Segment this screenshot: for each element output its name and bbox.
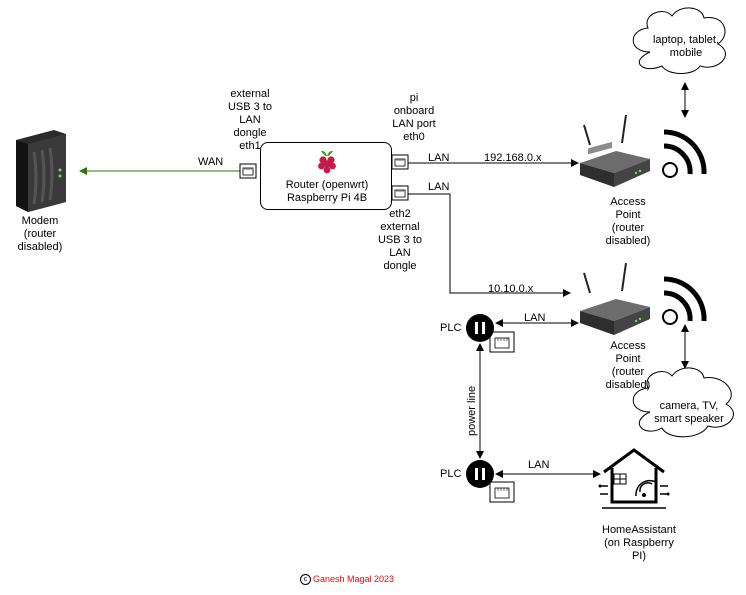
ap2-label: Access Point (router disabled): [600, 340, 656, 392]
wan-label: WAN: [198, 156, 224, 168]
eth0-label-line-2: onboard: [393, 105, 435, 117]
ap1-label-line-4: disabled): [605, 235, 651, 247]
subnet2-label: 10.10.0.x: [488, 283, 534, 295]
ap2-label-line-1: Access: [610, 340, 646, 352]
ap1-label: Access Point (router disabled): [600, 196, 656, 248]
lan-plc2-label: LAN: [528, 459, 550, 471]
eth1-label-line-5: eth1: [239, 140, 261, 152]
router-label-line-1: Router (openwrt): [285, 179, 369, 191]
cloud-devices-2: [632, 367, 734, 438]
eth2-label-line-2: external: [380, 221, 420, 233]
smart-home-icon: [598, 448, 670, 509]
plc2-label: PLC: [440, 468, 462, 480]
eth1-label-line-2: USB 3 to: [227, 101, 273, 113]
copyright-icon: c: [300, 574, 311, 586]
modem-label: Modem (router disabled): [14, 215, 66, 254]
homeassistant-label-line-3: PI): [631, 550, 647, 562]
wireless-router-icon: [580, 114, 650, 187]
eth1-label-line-3: LAN: [239, 114, 261, 126]
ap2-label-line-3: (router: [611, 366, 645, 378]
eth0-label: pi onboard LAN port eth0: [386, 92, 442, 144]
cloud1-label: laptop, tablet, mobile: [641, 34, 731, 60]
homeassistant-label-line-1: HomeAssistant: [602, 524, 676, 536]
lan-plc1-label: LAN: [524, 312, 546, 324]
subnet1-label: 192.168.0.x: [484, 152, 542, 164]
ethernet-port-icon: [489, 331, 515, 353]
plc-adapter-icon: [466, 314, 494, 342]
ethernet-port-icon: [391, 154, 409, 170]
cloud2-label: camera, TV, smart speaker: [641, 400, 737, 426]
modem-label-line-2: (router: [23, 228, 57, 240]
cloud2-label-line-1: camera, TV,: [659, 400, 719, 412]
eth2-label-line-3: USB 3 to: [377, 234, 423, 246]
eth2-label-line-1: eth2: [389, 208, 411, 220]
cloud1-label-line-2: mobile: [669, 47, 703, 59]
homeassistant-label-line-2: (on Raspberry: [604, 537, 674, 549]
eth1-label: external USB 3 to LAN dongle eth1: [222, 88, 278, 153]
ethernet-port-icon: [391, 185, 409, 201]
eth0-label-line-3: LAN port: [392, 118, 436, 130]
ap2-label-line-4: disabled): [605, 379, 651, 391]
copyright-text: Ganesh Magal 2023: [313, 574, 395, 584]
eth2-to-ap2-connector: [393, 190, 571, 297]
eth1-label-line-1: external: [230, 88, 270, 100]
cloud1-label-line-1: laptop, tablet,: [652, 34, 720, 46]
eth2-label-line-5: dongle: [383, 260, 417, 272]
raspberry-pi-logo-icon: [318, 150, 336, 174]
modem-icon: [16, 130, 66, 212]
modem-label-line-1: Modem: [21, 215, 59, 227]
eth0-label-line-1: pi: [409, 92, 419, 104]
eth1-label-line-4: dongle: [233, 127, 267, 139]
power-line-label: power line: [466, 385, 478, 436]
router-label-line-2: Raspberry Pi 4B: [286, 192, 368, 204]
ap1-label-line-2: Point: [615, 209, 641, 221]
plc1-label: PLC: [440, 322, 462, 334]
cloud-devices-1: [632, 7, 726, 74]
router-box: Router (openwrt) Raspberry Pi 4B: [260, 142, 392, 210]
ap1-label-line-3: (router: [611, 222, 645, 234]
plc-adapter-icon: [466, 460, 494, 488]
eth2-label-line-4: LAN: [389, 247, 411, 259]
wifi-signal-icon: [662, 276, 707, 325]
ethernet-port-icon: [489, 481, 515, 503]
modem-label-line-3: disabled): [17, 241, 63, 253]
eth2-label: eth2 external USB 3 to LAN dongle: [372, 208, 428, 273]
wifi-signal-icon: [662, 117, 715, 178]
router-label: Router (openwrt) Raspberry Pi 4B: [261, 179, 393, 205]
wireless-router-icon: [580, 262, 650, 335]
ap1-label-line-1: Access: [610, 196, 646, 208]
eth0-label-line-4: eth0: [403, 131, 425, 143]
homeassistant-label: HomeAssistant (on Raspberry PI): [594, 524, 684, 563]
lan-mid-label: LAN: [428, 181, 450, 193]
ap2-label-line-2: Point: [615, 353, 641, 365]
cloud2-label-line-2: smart speaker: [654, 413, 724, 425]
ethernet-port-icon: [239, 163, 257, 179]
lan-top-label: LAN: [428, 152, 450, 164]
